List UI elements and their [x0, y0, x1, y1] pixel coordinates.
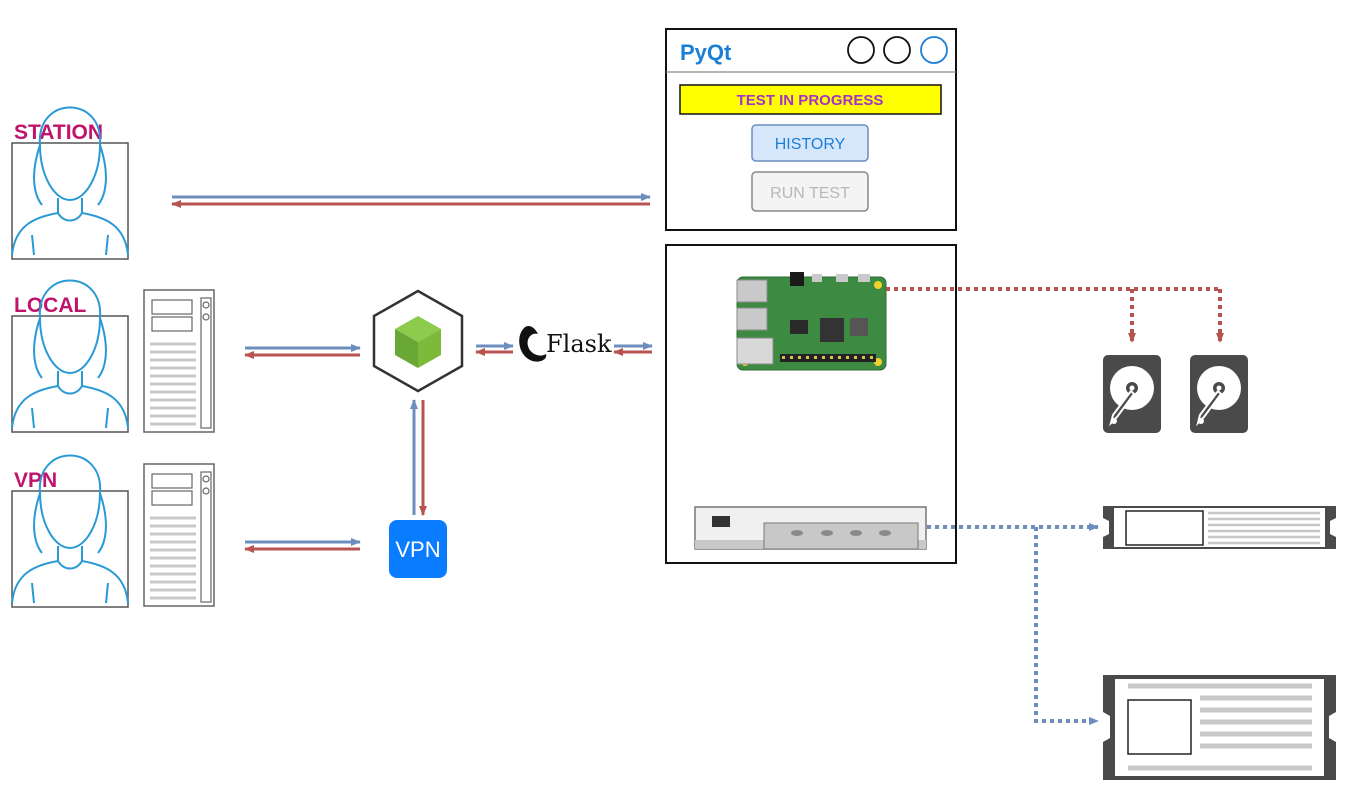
vpn-badge-label: VPN [395, 537, 440, 562]
rack-server-icon [1103, 675, 1336, 780]
vpn-user-to-vpn-arrows [244, 538, 361, 553]
history-button-label: HISTORY [775, 136, 846, 153]
server-tower-icon [142, 462, 216, 608]
node-flask-arrows-left [475, 342, 514, 356]
flask-to-server-arrows [613, 342, 653, 356]
vpn-badge [389, 520, 447, 578]
hard-drive-icon [1189, 354, 1249, 434]
status-banner-text: TEST IN PROGRESS [737, 92, 884, 109]
hard-drive-icon [1102, 354, 1162, 434]
rack-to-servers-connection [927, 523, 1099, 725]
window-maximize-button[interactable] [883, 36, 911, 64]
pi-to-drives-connection [886, 287, 1224, 343]
node-cube-icon [372, 289, 464, 393]
window-minimize-button[interactable] [847, 36, 875, 64]
raspberry-pi-board-icon [736, 272, 887, 371]
window-close-button[interactable] [920, 36, 948, 64]
local-to-node-arrows [244, 344, 361, 359]
pyqt-window-title: PyQt [680, 40, 732, 65]
rack-unit-icon [694, 506, 927, 550]
flask-horn-icon [519, 326, 547, 362]
history-button[interactable] [751, 124, 869, 162]
status-banner [679, 84, 942, 115]
vpn-to-node-arrows [410, 399, 427, 516]
pyqt-window: PyQt TEST IN PROGRESS HISTORY RUN TEST [665, 28, 957, 231]
user-label-vpn: VPN [14, 469, 57, 492]
user-label-local: LOCAL [14, 294, 86, 317]
rack-server-icon [1103, 506, 1336, 549]
run-test-button-label: RUN TEST [770, 185, 850, 202]
station-to-app-arrows [171, 193, 651, 208]
user-label-station: STATION [14, 121, 103, 144]
server-tower-icon [142, 288, 216, 434]
flask-label: Flask [546, 330, 612, 358]
run-test-button[interactable] [751, 171, 869, 212]
